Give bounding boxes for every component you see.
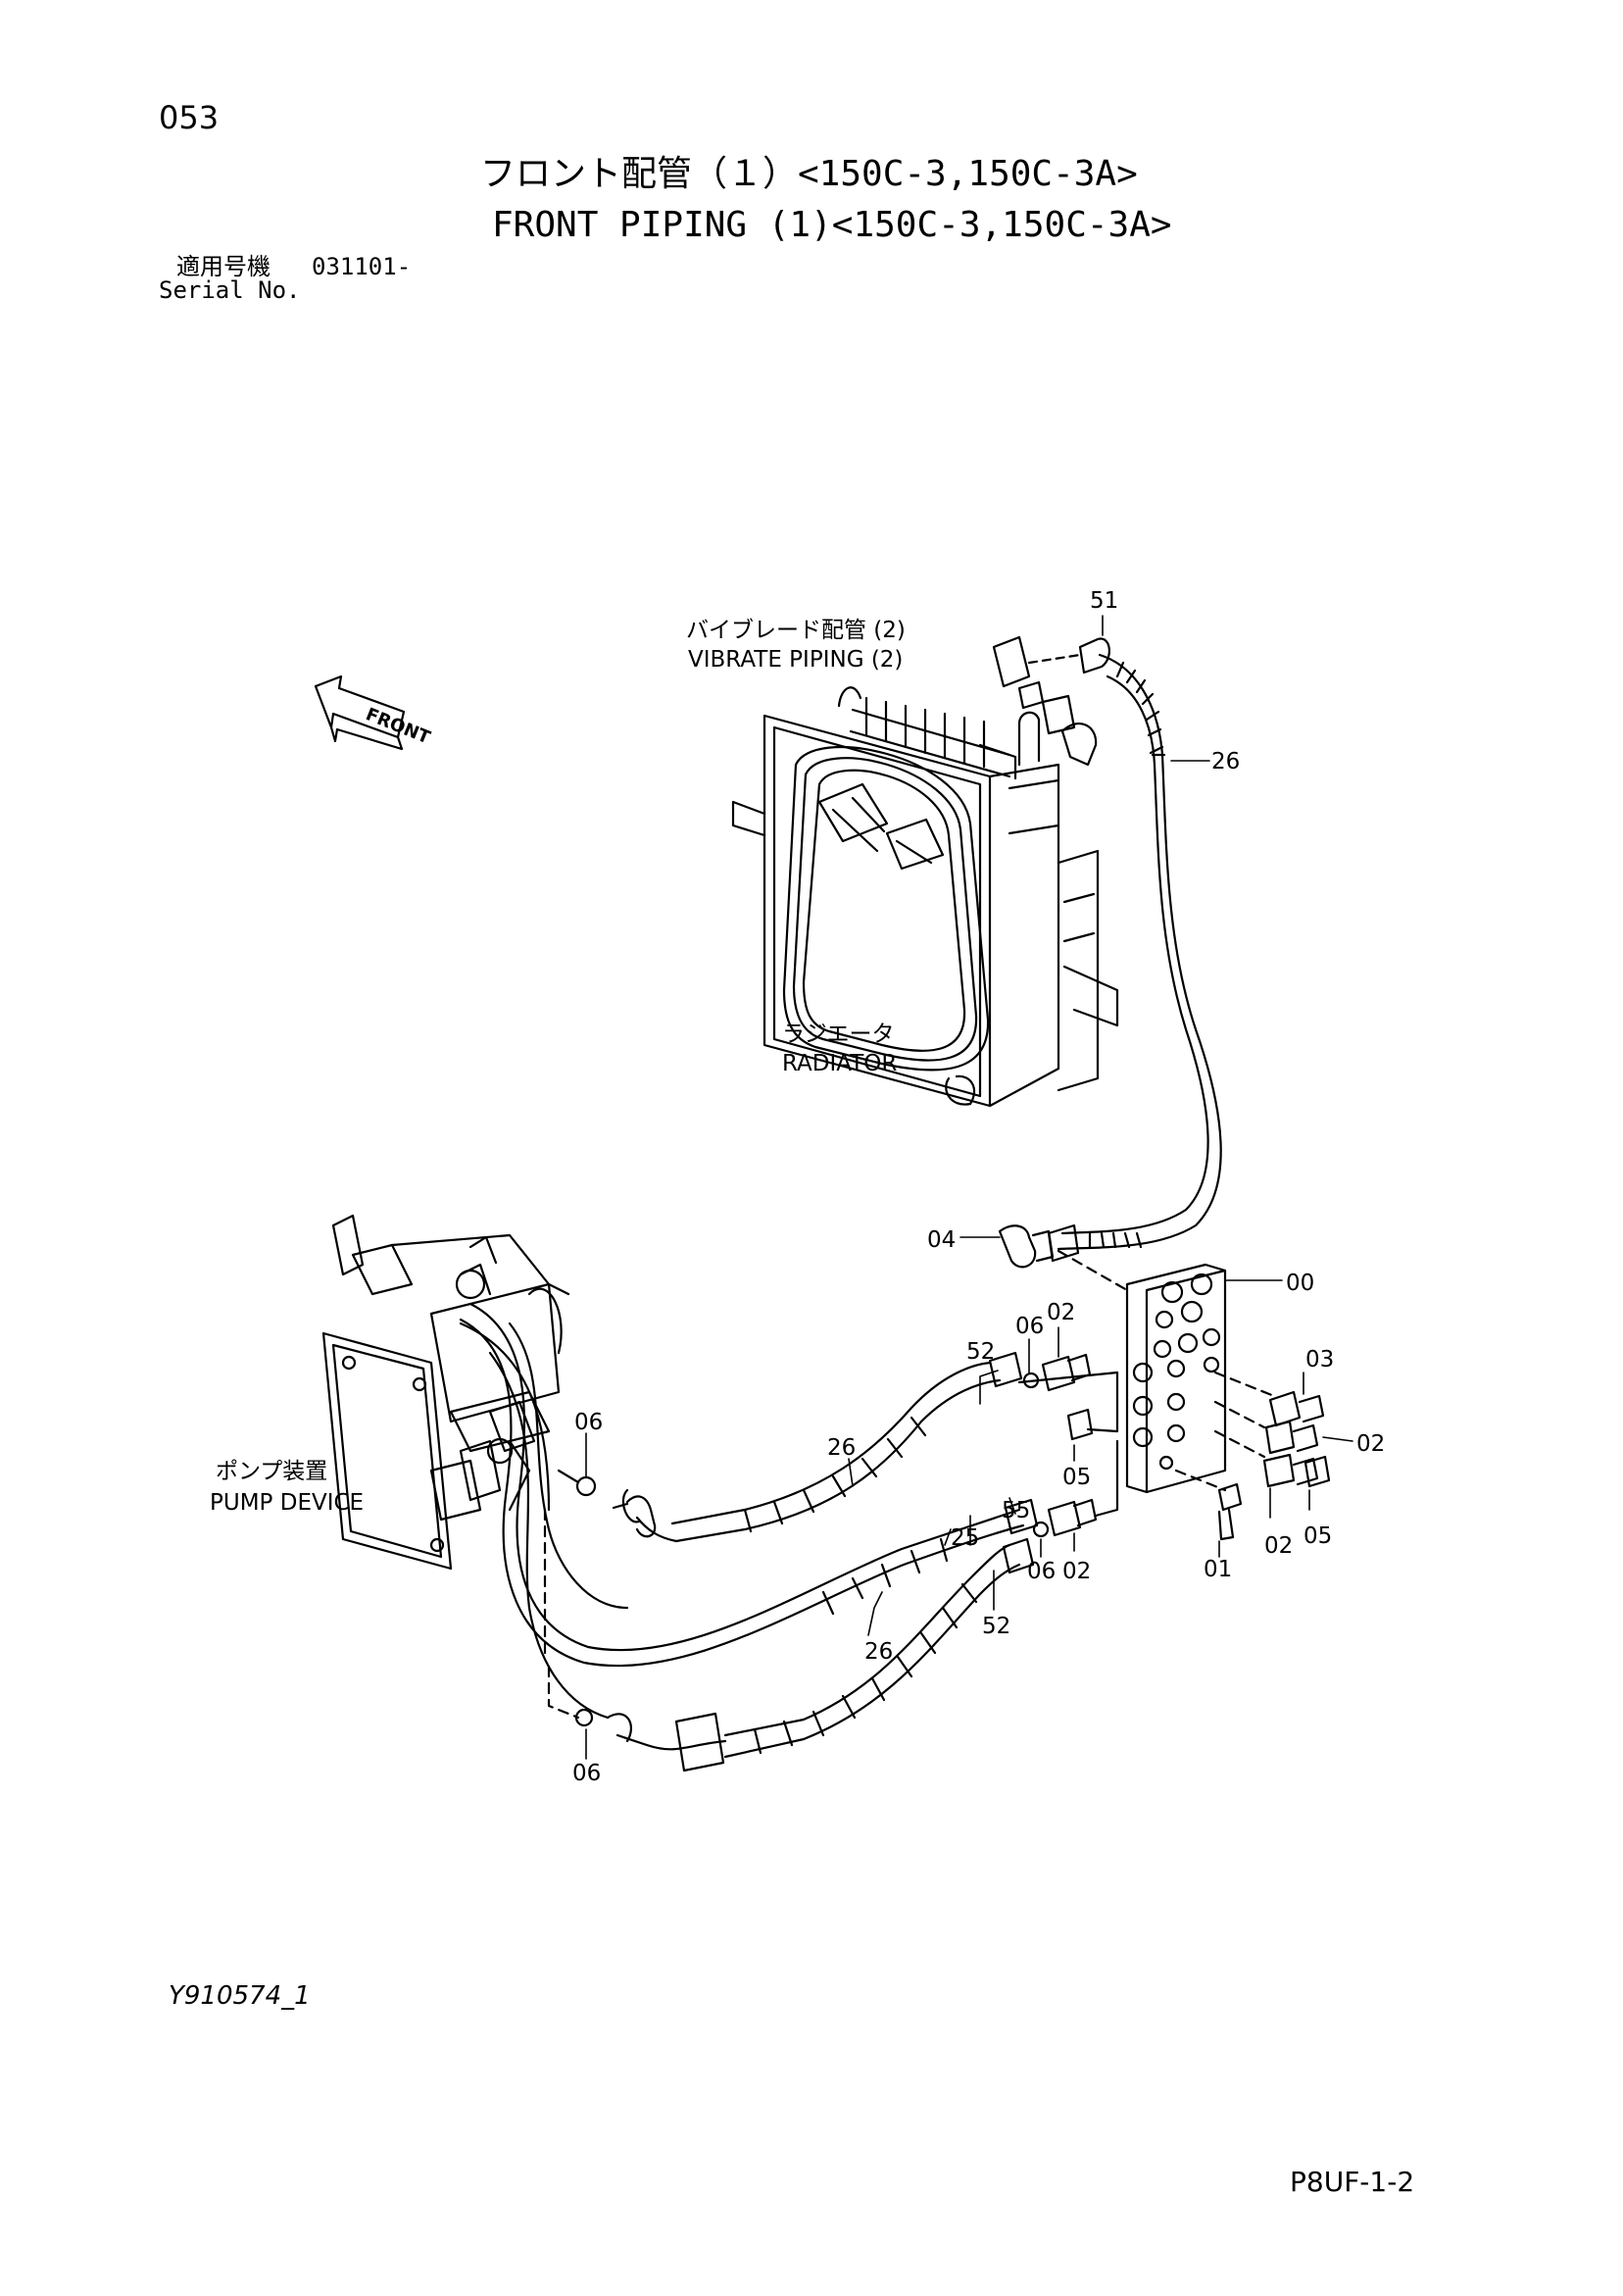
part-label-55: 55	[1002, 1498, 1030, 1523]
part-label-26-bot: 26	[864, 1639, 893, 1665]
manifold-block	[1125, 1263, 1227, 1494]
part-label-26-mid: 26	[827, 1435, 856, 1461]
part-label-26-top: 26	[1211, 749, 1240, 774]
part-label-52-b: 52	[982, 1614, 1010, 1639]
title-japanese: フロント配管（１）<150C-3,150C-3A>	[480, 154, 1138, 194]
right-fittings	[1217, 1390, 1331, 1541]
part-label-05-b: 05	[1303, 1523, 1332, 1549]
serial-label-english: Serial No.	[159, 276, 301, 304]
leader-lines	[585, 615, 1353, 1760]
left-fittings	[1017, 1353, 1119, 1538]
page-code: P8UF-1-2	[1290, 2166, 1415, 2198]
part-label-01: 01	[1204, 1557, 1232, 1582]
part-label-06-a: 06	[1015, 1314, 1044, 1339]
pump-device-label-en: PUMP DEVICE	[210, 1490, 364, 1516]
radiator-drawing	[731, 686, 1119, 1108]
part-label-04: 04	[927, 1227, 956, 1253]
vibrate-piping-label-ja: バイブレード配管 (2)	[686, 618, 906, 643]
part-label-00: 00	[1286, 1271, 1314, 1296]
vibrate-fittings	[992, 635, 1110, 767]
hose-26-bottom	[488, 1351, 1035, 1772]
dashed-axes	[1057, 1249, 1276, 1492]
part-label-06-b: 06	[574, 1410, 603, 1435]
hoses-25-26-lower	[459, 1302, 1039, 1668]
hose-26-top	[1047, 653, 1222, 1263]
pump-seal-06	[543, 1469, 657, 1659]
part-label-05-a: 05	[1062, 1465, 1091, 1490]
part-label-02-c: 02	[1264, 1533, 1293, 1559]
serial-value: 031101-	[312, 253, 412, 280]
hose-26-middle	[459, 1322, 1023, 1610]
pump-device-label-ja: ポンプ装置	[216, 1459, 327, 1484]
part-label-02-b: 02	[1356, 1431, 1385, 1457]
front-arrow-icon	[314, 674, 406, 751]
part-label-06-d: 06	[572, 1761, 601, 1786]
title-english: FRONT PIPING (1)<150C-3,150C-3A>	[492, 205, 1172, 245]
part-label-03: 03	[1305, 1347, 1334, 1373]
part-label-02-d: 02	[1062, 1559, 1091, 1584]
part-label-25: 25	[951, 1525, 979, 1551]
part-label-06-c: 06	[1027, 1559, 1056, 1584]
radiator-label-ja: ラジエータ	[782, 1022, 895, 1047]
elbow-04	[998, 1224, 1055, 1269]
serial-label-japanese: 適用号機	[176, 253, 270, 280]
part-label-51: 51	[1090, 588, 1118, 614]
part-label-02-a: 02	[1047, 1300, 1075, 1325]
vibrate-piping-label-en: VIBRATE PIPING (2)	[688, 647, 903, 673]
part-label-52-a: 52	[966, 1339, 995, 1365]
pump-device-drawing	[321, 1214, 570, 1571]
radiator-label-en: RADIATOR	[782, 1051, 897, 1076]
figure-id: Y910574_1	[169, 1981, 311, 2011]
page-number: 053	[159, 99, 220, 136]
